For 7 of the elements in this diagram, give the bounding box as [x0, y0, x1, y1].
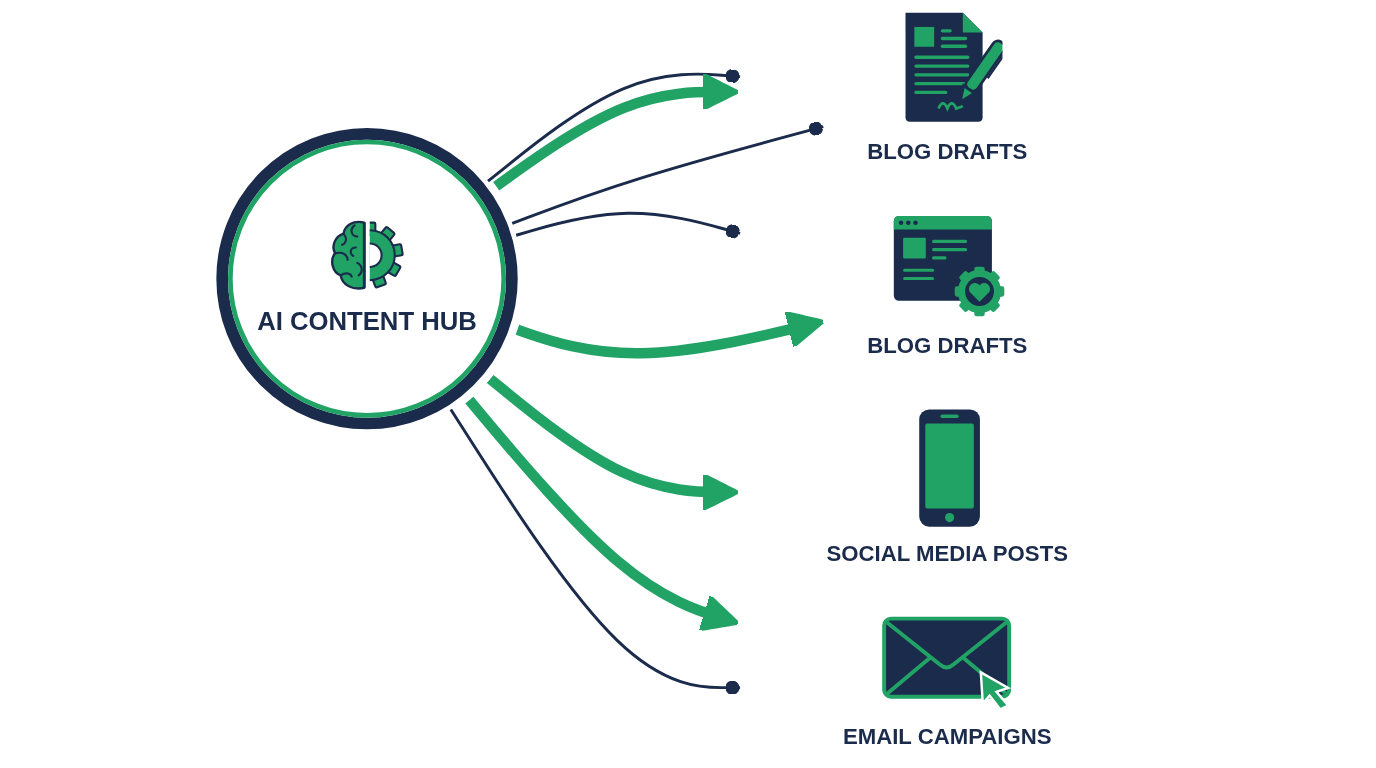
- arrow: [486, 374, 740, 512]
- arrow: [515, 310, 825, 359]
- connector-line: [515, 211, 741, 239]
- connector-line: [449, 408, 741, 695]
- connector-line: [511, 121, 824, 225]
- arrow: [465, 396, 740, 632]
- node-label: AI CONTENT HUB: [257, 305, 477, 338]
